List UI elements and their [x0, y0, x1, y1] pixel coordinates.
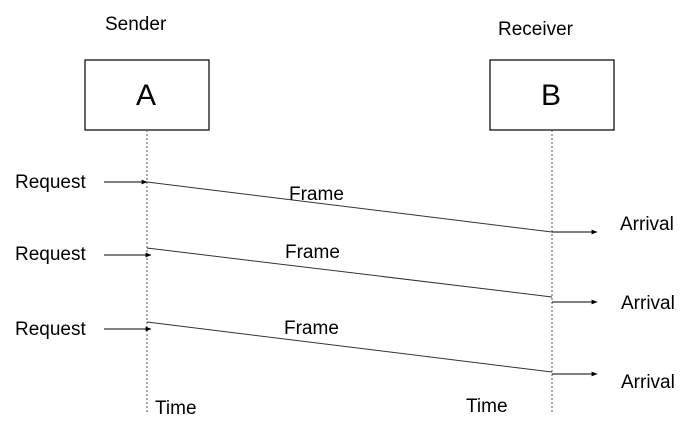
frame-label-2: Frame	[285, 242, 340, 263]
request-label-1: Request	[15, 172, 86, 193]
sender-time-label: Time	[155, 398, 197, 419]
frame-line-2	[146, 247, 553, 298]
sender-node-box	[84, 59, 210, 131]
arrival-label-1: Arrival	[620, 214, 674, 235]
request-label-3: Request	[15, 319, 86, 340]
request-label-2: Request	[15, 244, 86, 265]
frame-label-3: Frame	[284, 318, 339, 339]
frame-line-3	[146, 321, 553, 373]
receiver-node-label: B	[541, 79, 562, 112]
receiver-time-label: Time	[466, 396, 508, 417]
arrival-label-2: Arrival	[621, 293, 675, 314]
frame-line-1	[146, 181, 553, 233]
frame-label-1: Frame	[289, 184, 344, 205]
arrival-label-3: Arrival	[621, 372, 675, 393]
sender-role-label: Sender	[105, 14, 167, 35]
receiver-node-box	[489, 59, 615, 131]
sender-node-label: A	[136, 79, 157, 112]
receiver-role-label: Receiver	[498, 19, 573, 40]
